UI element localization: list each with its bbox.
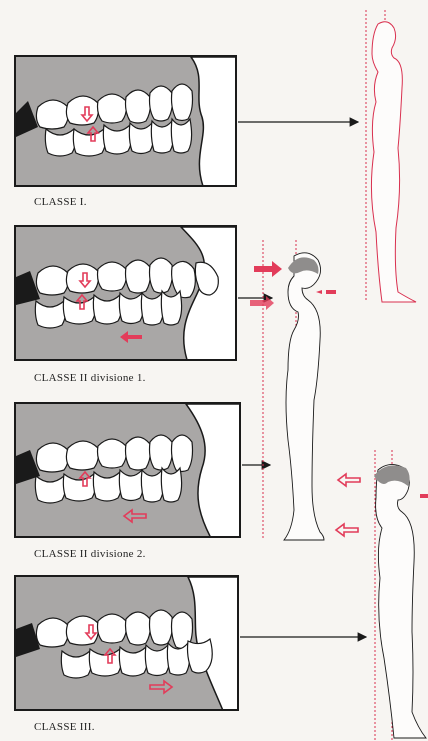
body-silhouette-class-2-div-1	[250, 240, 336, 540]
body-silhouette-class-1	[366, 10, 416, 302]
body-silhouette-class-2-div-2	[336, 450, 428, 740]
red-hollow-arrow-icon	[336, 474, 360, 536]
